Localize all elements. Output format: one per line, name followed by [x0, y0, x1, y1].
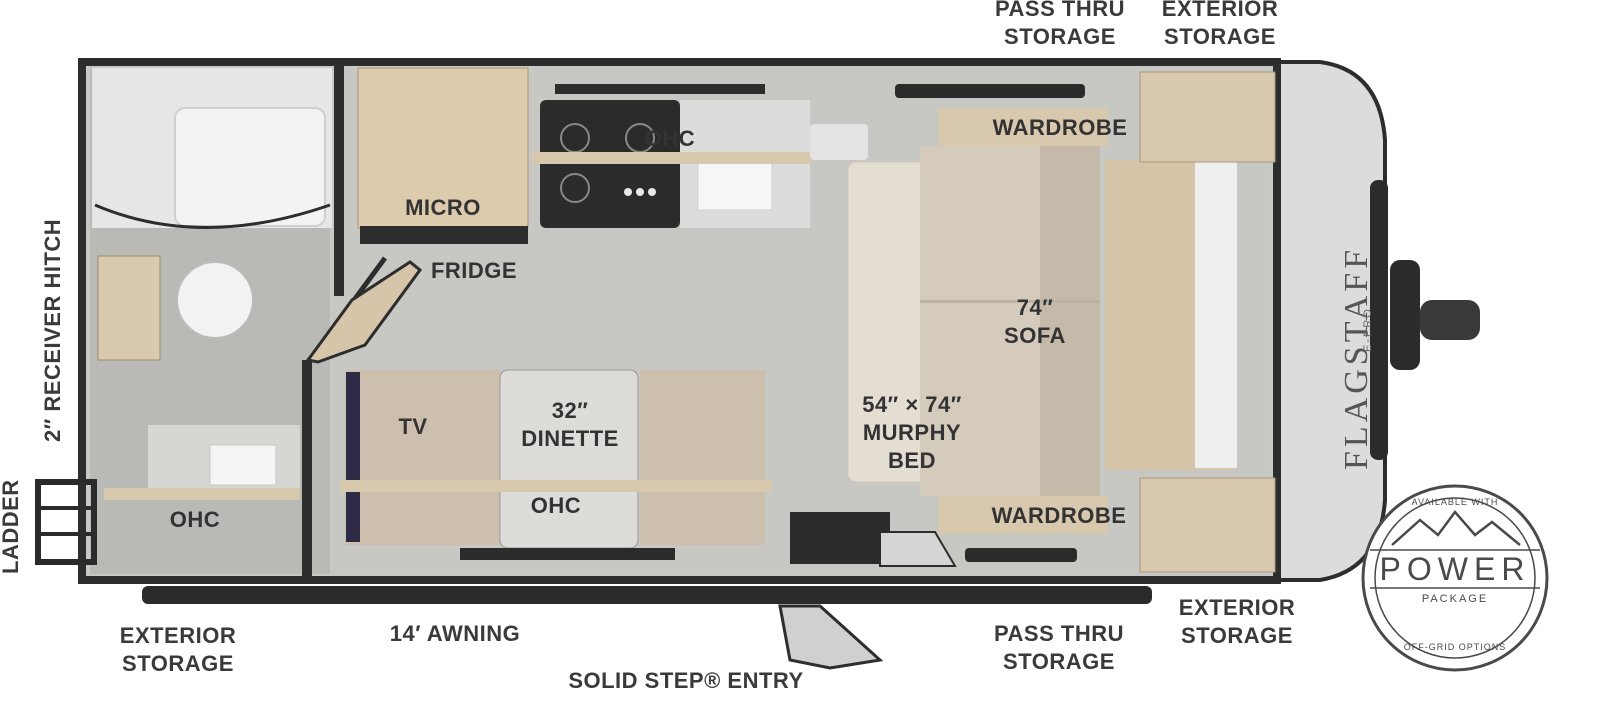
entry-door — [879, 531, 957, 567]
tongue-jack — [1390, 260, 1420, 370]
label-murphy-bed: 54″ × 74″ MURPHY BED — [862, 392, 962, 473]
micro-base — [360, 226, 528, 244]
dinette-bench-right — [640, 370, 765, 545]
label-ohc-kitchen: OHC — [644, 126, 696, 151]
wardrobe-top — [938, 108, 1108, 146]
badge-circle-inner — [1374, 497, 1536, 659]
shower-pan — [174, 107, 326, 227]
front-window — [1370, 180, 1388, 460]
ladder-rail — [35, 479, 97, 565]
label-wardrobe-bottom: WARDROBE — [991, 503, 1127, 528]
burner-3 — [560, 173, 590, 203]
shower-curtain — [94, 203, 331, 229]
dinette-bench-left — [345, 370, 500, 545]
solid-step — [778, 604, 884, 670]
bath-cabinet — [97, 255, 161, 361]
label-micro: MICRO — [405, 195, 481, 220]
label-awning: 14′ AWNING — [389, 621, 521, 646]
label-sofa: 74″ SOFA — [1004, 295, 1066, 348]
label-pass-thru-storage-bottom: PASS THRU STORAGE — [994, 621, 1124, 674]
front-mattress — [1195, 162, 1237, 468]
dinette-ohc-shelf — [340, 480, 772, 492]
badge-bottom-text: OFF-GRID OPTIONS — [1403, 642, 1507, 652]
knob-3 — [648, 188, 656, 196]
tv — [346, 372, 360, 542]
bath-partition-upper — [334, 66, 344, 296]
coupler — [1420, 300, 1480, 340]
ext-storage-cabinet-bottom — [1139, 477, 1276, 573]
label-ohc-dinette: OHC — [530, 493, 582, 518]
label-exterior-storage-rear: EXTERIOR STORAGE — [119, 623, 237, 676]
fridge-cabinet — [305, 260, 423, 364]
label-pass-thru-storage-top: PASS THRU STORAGE — [995, 0, 1125, 49]
kitchen-sink — [697, 159, 773, 211]
brand-subname: E-PRO — [1362, 307, 1374, 352]
label-fridge: FRIDGE — [430, 258, 518, 283]
label-exterior-storage-bottom: EXTERIOR STORAGE — [1178, 595, 1296, 648]
roof-vent-top — [895, 84, 1085, 98]
bath-ohc-shelf — [104, 488, 300, 500]
heater — [790, 512, 890, 564]
badge-top-text: AVAILABLE WITH — [1411, 497, 1499, 507]
sofa-back — [1040, 146, 1100, 496]
label-dinette: 32″ DINETTE — [521, 398, 619, 451]
label-wardrobe-top: WARDROBE — [992, 115, 1128, 140]
dinette-window — [460, 548, 675, 560]
label-receiver-hitch: 2″ RECEIVER HITCH — [40, 218, 65, 442]
sofa-cushion-line — [920, 300, 1100, 303]
kitchen-ohc-shelf — [532, 152, 812, 164]
front-cap — [1273, 60, 1387, 582]
ext-storage-cabinet-top — [1139, 71, 1276, 163]
badge-mountains — [1391, 510, 1521, 546]
roof-vent-bottom — [965, 548, 1077, 562]
badge-main-text: POWER — [1379, 551, 1531, 587]
knob-1 — [624, 188, 632, 196]
bath-sink — [209, 444, 277, 486]
badge-circle-outer — [1361, 484, 1549, 672]
wardrobe-bottom — [938, 496, 1108, 534]
awning-rail — [142, 586, 1152, 604]
knob-2 — [636, 188, 644, 196]
label-ladder: LADDER — [0, 479, 23, 574]
label-exterior-storage-top: EXTERIOR STORAGE — [1161, 0, 1279, 49]
bath-partition-lower — [302, 360, 312, 578]
brand-name: FLAGSTAFF — [1338, 245, 1375, 470]
micro-cabinet — [357, 67, 529, 229]
counter-ext — [810, 124, 868, 160]
label-tv: TV — [398, 414, 428, 439]
badge-sub-text: PACKAGE — [1421, 593, 1489, 605]
label-ohc-bath: OHC — [169, 507, 221, 532]
range-hood — [555, 84, 765, 94]
toilet — [176, 261, 254, 339]
label-solid-step-entry: SOLID STEP® ENTRY — [568, 668, 804, 693]
